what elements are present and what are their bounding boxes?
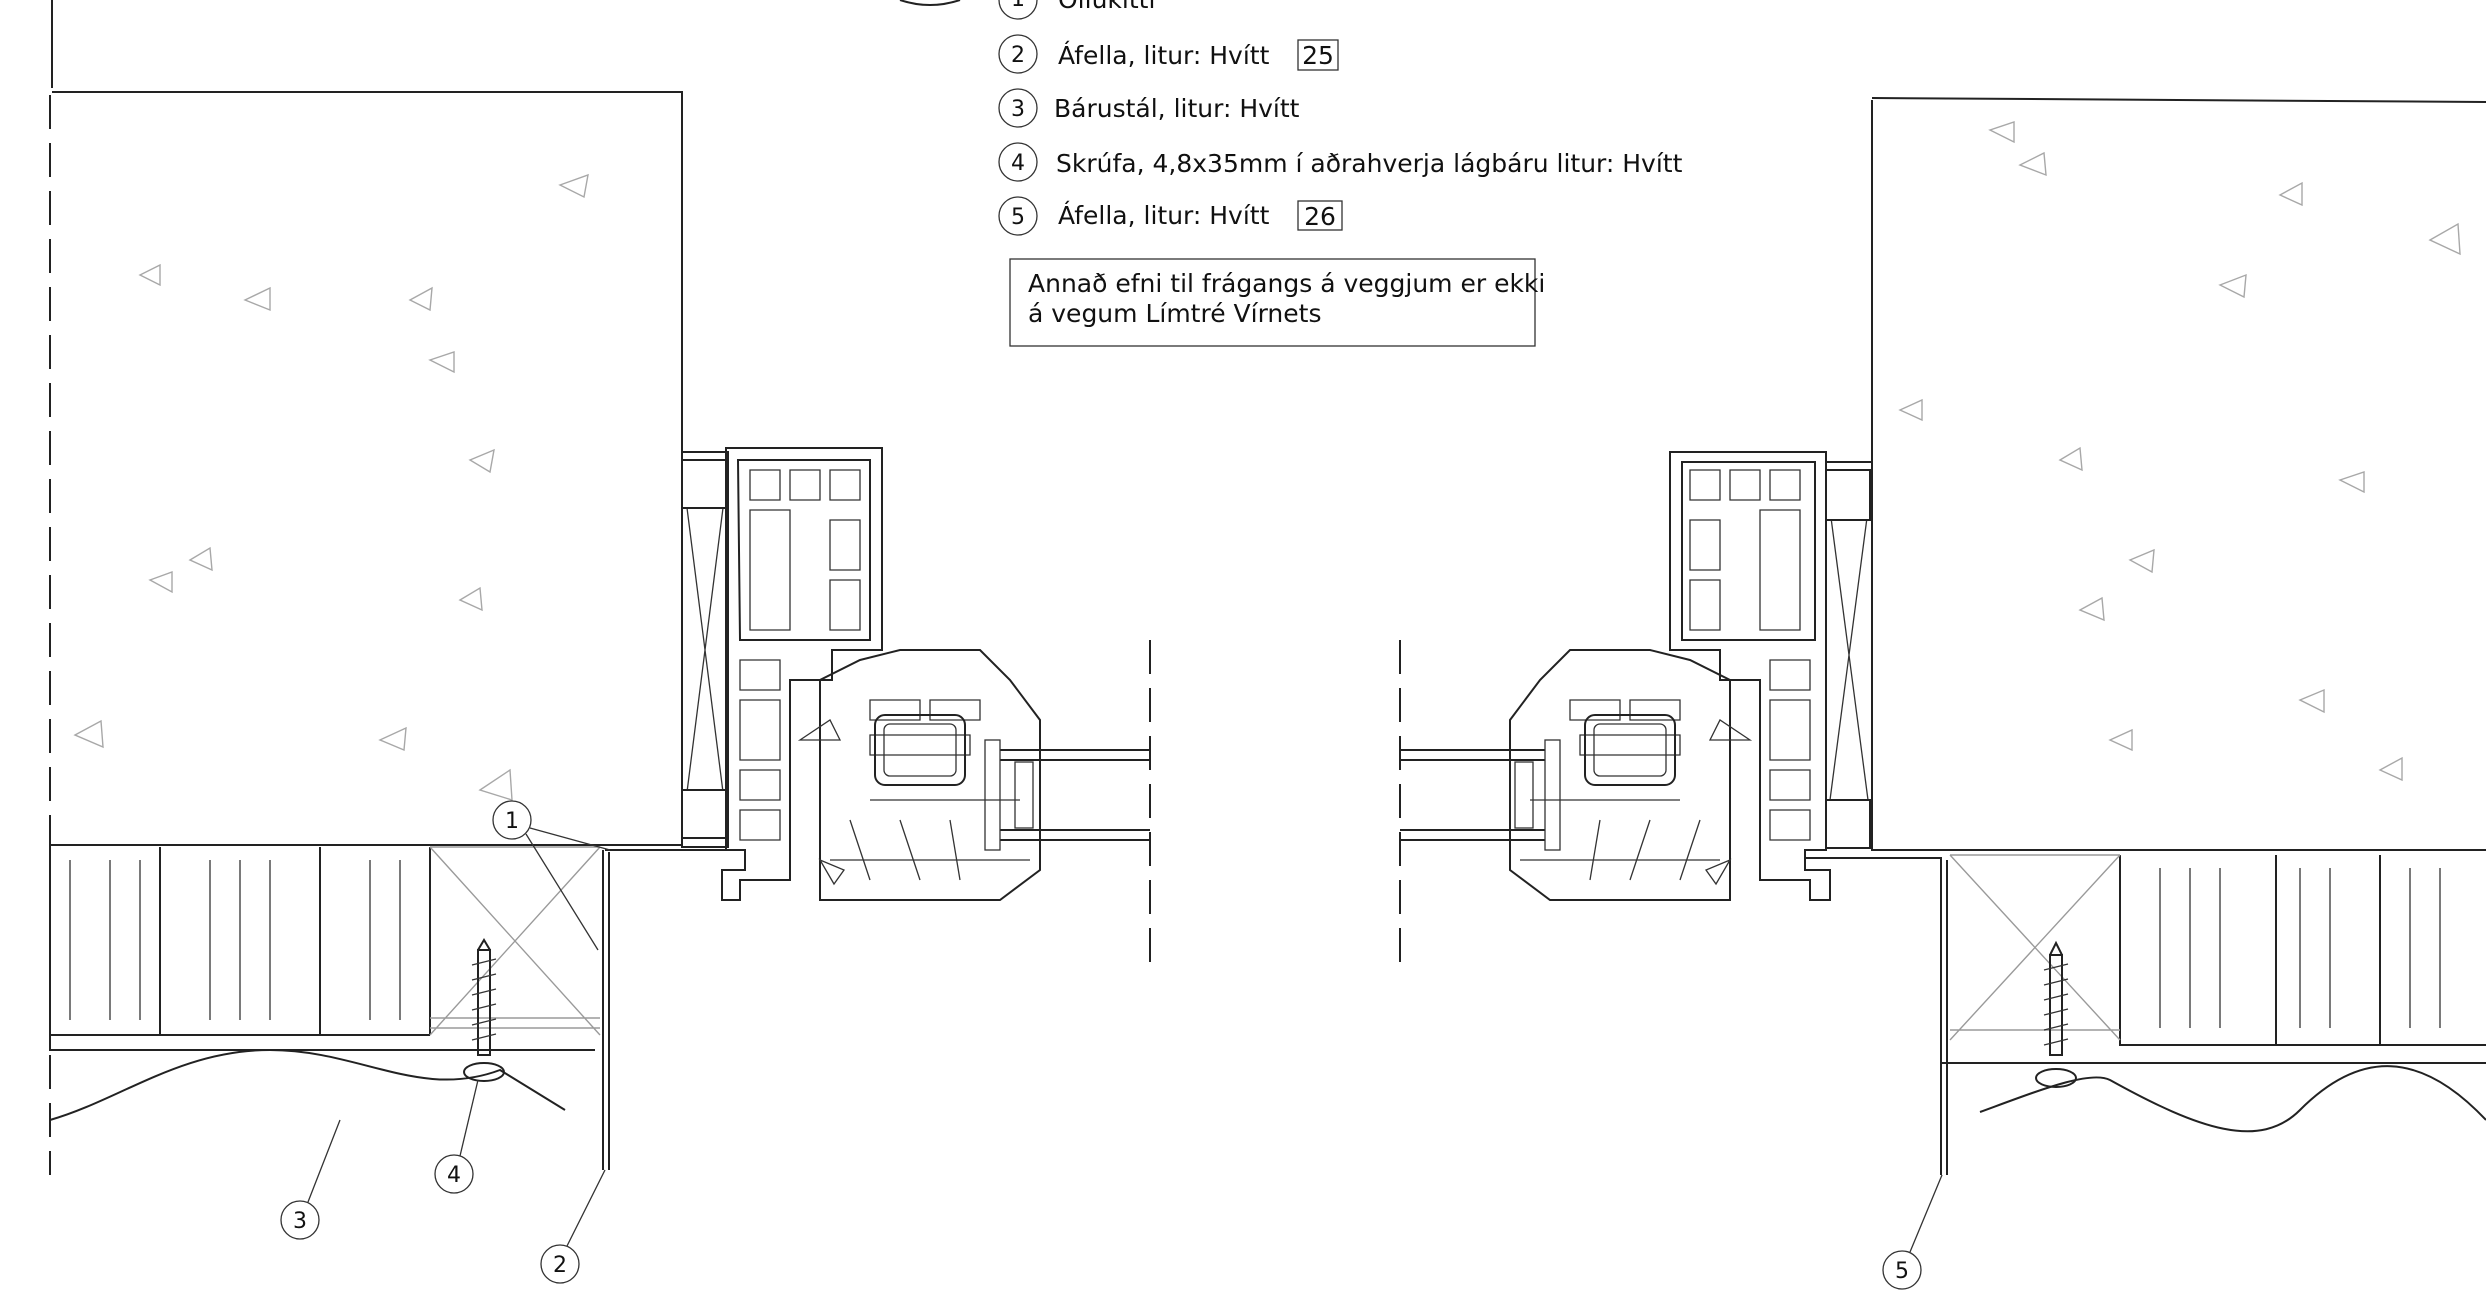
legend-text-1: Olíukítti xyxy=(1058,0,1155,14)
right-flashing xyxy=(1805,857,1948,1175)
left-window-frame xyxy=(681,447,1041,901)
legend-ref-5: 26 xyxy=(1304,202,1336,231)
legend-num-3: 3 xyxy=(1011,97,1025,122)
callout-num-1: 1 xyxy=(505,809,519,834)
concrete-hatch-right xyxy=(1898,121,2461,782)
right-cladding xyxy=(1942,854,2486,1133)
legend-num-2: 2 xyxy=(1011,43,1025,68)
screw-right xyxy=(2035,940,2077,1088)
legend-text-3: Bárustál, litur: Hvítt xyxy=(1054,94,1300,123)
legend-num-4: 4 xyxy=(1011,151,1025,176)
note-box: Annað efni til frágangs á veggjum er ekk… xyxy=(1009,258,1545,347)
concrete-hatch xyxy=(73,173,589,801)
callout-2: 2 xyxy=(540,1169,606,1284)
callout-4: 4 xyxy=(434,1079,479,1194)
note-line-2: á vegum Límtré Vírnets xyxy=(1028,299,1321,328)
right-window-frame xyxy=(1509,451,1873,901)
callout-num-3: 3 xyxy=(293,1209,307,1234)
note-line-1: Annað efni til frágangs á veggjum er ekk… xyxy=(1028,269,1545,298)
callout-num-2: 2 xyxy=(553,1253,567,1278)
legend-item-1: 1 Olíukítti xyxy=(998,0,1155,20)
callout-3: 3 xyxy=(280,1119,341,1240)
left-cladding xyxy=(49,845,601,1121)
screw-left xyxy=(463,938,505,1082)
legend-item-5: 5 Áfella, litur: Hvítt 26 xyxy=(998,196,1343,236)
callout-1: 1 xyxy=(492,800,611,951)
legend-num-5: 5 xyxy=(1011,205,1025,230)
legend-item-4: 4 Skrúfa, 4,8x35mm í aðrahverja lágbáru … xyxy=(998,142,1683,182)
callout-num-4: 4 xyxy=(447,1163,461,1188)
legend-item-2: 2 Áfella, litur: Hvítt 25 xyxy=(998,34,1339,74)
legend-text-5: Áfella, litur: Hvítt xyxy=(1058,201,1270,230)
left-flashing xyxy=(602,849,745,1170)
right-glazing xyxy=(1400,739,1561,851)
corrugated-steel-left xyxy=(49,1048,566,1121)
legend-ref-2: 25 xyxy=(1302,41,1334,70)
left-glazing xyxy=(984,739,1150,851)
callout-num-5: 5 xyxy=(1895,1259,1909,1284)
left-wall xyxy=(49,0,683,1175)
legend-item-3: 3 Bárustál, litur: Hvítt xyxy=(998,88,1300,128)
corrugated-steel-right xyxy=(1979,1065,2486,1133)
legend-text-4: Skrúfa, 4,8x35mm í aðrahverja lágbáru li… xyxy=(1056,149,1683,178)
legend-text-2: Áfella, litur: Hvítt xyxy=(1058,41,1270,70)
legend: 1 Olíukítti 2 Áfella, litur: Hvítt 25 3 … xyxy=(899,0,1683,236)
callout-5: 5 xyxy=(1882,1174,1943,1290)
right-wall xyxy=(1871,97,2486,851)
legend-num-1: 1 xyxy=(1011,0,1025,12)
